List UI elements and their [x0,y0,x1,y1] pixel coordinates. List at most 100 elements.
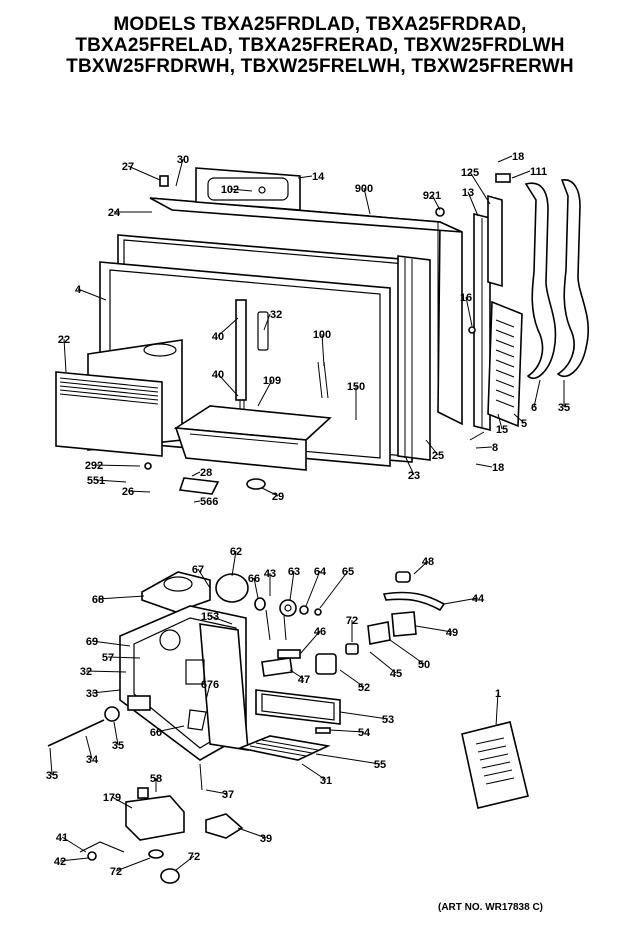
callout-leader-16 [465,296,473,327]
callout-leader-52 [339,669,365,688]
callout-label-34: 34 [86,754,99,766]
callout-label-676: 676 [201,679,219,691]
callout-leader-102 [229,188,253,192]
callout-label-900: 900 [355,183,373,195]
callout-label-37: 37 [222,789,234,801]
callout-leader-1 [495,692,499,727]
fan-motor-parts [254,597,322,641]
callout-label-29: 29 [272,491,284,503]
callout-leader-25 [425,439,439,456]
callout-leader-68 [97,595,145,600]
callout-leader-46 [299,630,321,655]
callout-label-67: 67 [192,564,204,576]
callout-leader-100 [321,333,325,367]
callout-leader-50 [389,639,425,665]
callout-label-58: 58 [150,773,162,785]
callout-leader-62 [231,550,237,577]
callout-label-551: 551 [87,475,105,487]
callout-leader-65 [319,570,349,609]
callout-leader-32 [263,313,271,331]
callout-label-45: 45 [390,668,402,680]
callout-leader-27 [127,165,161,181]
callout-label-23: 23 [408,470,420,482]
callout-leader-44 [443,597,479,605]
callout-leader-72 [115,857,151,872]
damper-control-assembly [79,787,244,884]
cabinet-outer-case [149,197,463,426]
callout-label-72: 72 [346,615,358,627]
callout-label-15: 15 [496,424,508,436]
callout-leader-49 [415,625,453,633]
callout-leader-42 [59,857,89,862]
callout-label-179: 179 [103,792,121,804]
door-handle-right [556,179,590,377]
callout-leader-31 [301,763,327,781]
callout-label-55: 55 [374,759,386,771]
callout-label-46: 46 [314,626,326,638]
callout-label-68: 68 [92,594,104,606]
callout-leader-15 [497,413,503,430]
air-duct-housing [141,571,211,613]
callout-leader-48 [413,560,429,575]
callout-label-921: 921 [423,190,441,202]
callout-label-57: 57 [102,652,114,664]
callout-leader-4 [77,288,107,301]
callout-label-27: 27 [122,161,134,173]
control-panel-frame [255,689,341,725]
callout-label-49: 49 [446,627,458,639]
callout-leader-63 [289,570,295,601]
callout-leader-111 [511,170,531,179]
art-number: (ART NO. WR17838 C) [438,902,544,913]
callout-leader-33 [91,689,121,694]
callout-leader-179 [111,796,133,809]
callout-label-35: 35 [558,402,570,414]
callout-leader-125 [469,171,491,205]
callout-label-30: 30 [177,154,189,166]
callout-leader-53 [339,711,389,720]
callout-leader-40 [217,317,239,337]
callout-label-13: 13 [462,187,474,199]
callout-label-69: 69 [86,636,98,648]
callout-leader-18 [475,463,493,468]
upper-small-hardware [144,173,511,495]
callout-label-566: 566 [200,496,218,508]
callout-label-32: 32 [80,666,92,678]
callout-label-28: 28 [200,467,212,479]
callout-label-25: 25 [432,450,444,462]
callout-leader-6 [533,379,541,408]
callout-label-31: 31 [320,775,332,787]
callout-leader-109 [257,379,273,407]
callout-leader-45 [369,651,397,674]
callout-label-5: 5 [521,418,527,430]
callout-label-14: 14 [312,171,325,183]
callout-leader-30 [175,158,184,187]
callout-leader-153 [209,615,233,625]
callout-label-62: 62 [230,546,242,558]
callout-leader-18 [497,155,513,163]
callout-label-50: 50 [418,659,430,671]
callout-leader-35 [113,721,119,746]
callout-leader-47 [289,669,305,680]
models-title: MODELS TBXA25FRDLAD, TBXA25FRDRAD, TBXA2… [0,14,640,77]
callout-leader-22 [63,338,67,373]
callout-label-40: 40 [212,369,224,381]
callout-leader-67 [197,568,211,589]
cold-control-spring-assembly [47,695,203,791]
callout-leader-13 [467,191,479,217]
callout-layer: 2730102149009211251318111244403210016224… [46,151,570,878]
callout-label-42: 42 [54,856,66,868]
callout-leader-57 [107,656,141,659]
freezer-grille-panel [55,371,163,457]
callout-label-16: 16 [460,292,472,304]
door-gasket-and-breaker [473,194,503,432]
callout-label-22: 22 [58,334,70,346]
callout-label-53: 53 [382,714,394,726]
callout-leader-54 [329,729,365,733]
callout-leader-39 [237,827,267,839]
callout-leader-551 [95,479,127,483]
crisper-drawer [173,405,332,471]
callout-label-48: 48 [422,556,434,568]
callout-label-1: 1 [495,688,501,700]
callout-leader-23 [405,457,415,476]
